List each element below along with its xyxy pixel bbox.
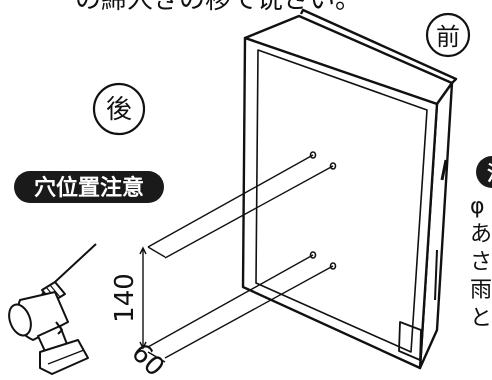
right-note-badge-text: 注 [487, 161, 492, 185]
right-note-line-2: あ [470, 222, 492, 247]
projection-lines [147, 154, 334, 359]
back-label-text: 後 [106, 95, 132, 125]
dimension-vertical-label: 140 [110, 273, 140, 323]
right-note: 注 φ あ さ 雨 と [470, 156, 492, 331]
unit-box [241, 8, 458, 370]
right-note-line-4: 雨 [470, 278, 492, 303]
dimension-horizontal-label: 60 [125, 338, 170, 376]
hole-position-warning-badge: 穴位置注意 [14, 171, 164, 203]
drill-icon [8, 243, 97, 375]
right-note-line-3: さ [470, 250, 492, 275]
right-note-line-1: φ [470, 194, 485, 219]
right-note-line-5: と [470, 306, 492, 331]
header-text: の締人きの移て说さい。 [75, 0, 361, 15]
front-label: 前 [425, 12, 471, 58]
right-note-badge [476, 156, 492, 188]
front-label-text: 前 [436, 23, 460, 51]
dimension-lines [139, 246, 166, 363]
back-label: 後 [92, 82, 146, 136]
hole-position-warning-text: 穴位置注意 [34, 175, 144, 201]
